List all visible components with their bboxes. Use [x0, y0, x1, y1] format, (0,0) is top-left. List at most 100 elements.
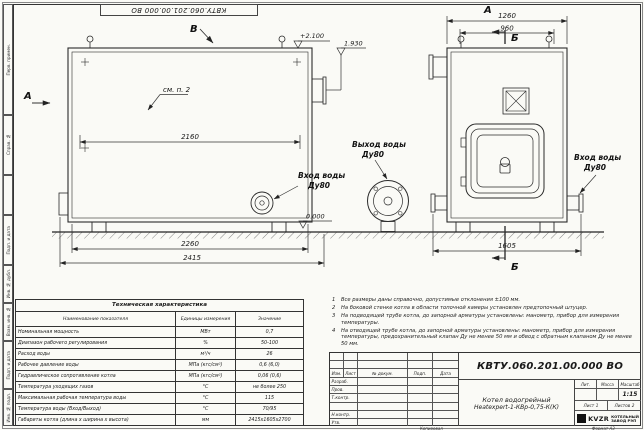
- note-text: На отводящей трубе котла, до запорной ар…: [341, 327, 632, 347]
- rev-col-list: Лист: [344, 369, 358, 377]
- kopiroval-label: Копировал: [420, 425, 443, 430]
- role-row: Утв.: [330, 418, 458, 427]
- boiler-leg: [91, 221, 107, 233]
- level-mark-symbols: [293, 40, 366, 229]
- product-name-line2: Heatexpert-1-КВр-0,75-К(К): [473, 403, 560, 411]
- section-letter-b-bottom: Б: [511, 262, 519, 273]
- company-block: KVZR КОТЕЛЬНЫЙ ЗАВОД РЭП: [575, 411, 641, 426]
- row-unit: °С: [176, 393, 236, 403]
- kvzr-logo-text: KVZR: [588, 414, 610, 423]
- access-hatch: [502, 87, 530, 115]
- row-unit: м³/ч: [176, 349, 236, 359]
- row-name: Диапазон рабочего регулирования: [16, 338, 176, 348]
- row-name: Гидравлическое сопротивление котла: [16, 371, 176, 381]
- outlet-label-line2: Ду80: [361, 150, 384, 159]
- frame-cell-inv-podl: Инв. № подл.: [3, 389, 13, 426]
- sheet-value: 1: [595, 403, 599, 408]
- rev-col-data: Дата: [440, 370, 451, 376]
- document-number: КВТУ.060.201.00.000 ВО: [459, 353, 641, 380]
- role-row: [330, 402, 458, 411]
- outlet-pipe-side: [434, 195, 448, 211]
- sheet-cell: Лист 1: [575, 401, 608, 410]
- title-block-left: Изм. Лист № докум. Подп. Дата Разраб. Пр…: [330, 353, 458, 427]
- row-value: 2415х1605х2700: [248, 417, 291, 423]
- inlet-side-label-line1: Вход воды: [574, 153, 621, 162]
- dimension-texts: 2160 2260 2415 1260 960 1605: [181, 12, 516, 262]
- level-flue: 1.930: [344, 40, 363, 48]
- title-block: Изм. Лист № докум. Подп. Дата Разраб. Пр…: [329, 352, 641, 427]
- rev-col-izm: Изм.: [330, 369, 344, 377]
- top-fitting: [545, 35, 553, 43]
- dim-side-top: 1260: [498, 12, 516, 20]
- boiler-leg: [539, 221, 555, 233]
- product-name: Котел водогрейный Heatexpert-1-КВр-0,75-…: [459, 380, 575, 426]
- row-value: 26: [266, 351, 273, 357]
- level-mark-texts: +2.100 1.930 0.000: [300, 32, 363, 221]
- table-row: Температура воды (Вход/Выход)°С 70/95: [16, 404, 303, 415]
- product-name-line1: Котел водогрейный: [482, 395, 551, 404]
- level-top: +2.100: [300, 32, 324, 40]
- lit-label: Лит.: [575, 380, 597, 388]
- burner-stub: [58, 192, 69, 216]
- wall-anchor-crosses: [81, 58, 301, 152]
- row-name: Габариты котла (длина х ширина х высота): [16, 415, 176, 425]
- company-line1: КОТЕЛЬНЫЙ: [611, 413, 639, 419]
- table-header-row: Наименование показателя Единицы измерени…: [16, 312, 303, 327]
- row-name: Рабочее давление воды: [16, 360, 176, 370]
- boiler-leg: [455, 221, 471, 233]
- note-text: На боковой стенке котла в области топочн…: [341, 305, 588, 311]
- level-ground: 0.000: [306, 213, 325, 221]
- row-unit: °С: [176, 404, 236, 414]
- frame-cell-vzam-inv: Взам. инв. №: [3, 303, 13, 341]
- col-header-name: Наименование показателя: [16, 312, 176, 326]
- scale-label: Масштаб: [620, 381, 640, 387]
- role-label: Разраб.: [330, 378, 358, 386]
- sheets-label: Листов: [614, 403, 631, 408]
- door-lock: [500, 157, 510, 167]
- ground-line: [52, 231, 604, 239]
- row-value: 70/95: [262, 406, 277, 412]
- sheets-cell: Листов 2: [608, 401, 641, 410]
- dim-front-total: 2415: [183, 254, 201, 262]
- row-value: 50-100: [261, 340, 278, 346]
- top-fitting: [278, 35, 286, 43]
- note-number: 1: [332, 297, 336, 303]
- outlet-label-line1: Выход воды: [352, 140, 406, 149]
- view-arrows: [32, 28, 506, 261]
- row-unit: МВт: [176, 327, 236, 337]
- dim-front-mid: 2260: [181, 240, 199, 248]
- table-row: Диапазон рабочего регулирования%50-100: [16, 338, 303, 349]
- table-title: Техническая характеристика: [16, 300, 303, 312]
- callout-labels: см. п. 2 Выход воды Ду80 Вход воды Ду80 …: [163, 86, 621, 190]
- col-header-unit: Единицы измерения: [176, 312, 236, 326]
- frame-cell-podp-data-1: Подп. и дата: [3, 215, 13, 265]
- scale-value: 1:15: [622, 391, 638, 398]
- boiler-leg: [271, 221, 287, 233]
- title-block-side-column: Лит. Масса Масштаб 1:15 Лист 1: [575, 380, 641, 426]
- row-unit: МПа (кгс/см²): [176, 360, 236, 370]
- row-name: Максимальная рабочая температура воды: [16, 393, 176, 403]
- row-value: 115: [264, 395, 275, 401]
- inlet-front-label-line2: Ду80: [307, 181, 330, 190]
- section-letter-b-top: Б: [511, 33, 519, 44]
- row-unit: мм: [176, 415, 236, 425]
- title-block-right: КВТУ.060.201.00.000 ВО Котел водогрейный…: [458, 353, 641, 426]
- frame-cell-empty: [3, 175, 13, 215]
- kvzr-logo-icon: [577, 414, 587, 423]
- row-value: 0,6 (6,0): [259, 362, 280, 368]
- row-name: Температура воды (Вход/Выход): [16, 404, 176, 414]
- door-hinge: [460, 176, 467, 187]
- rev-col-dokum: № докум.: [358, 369, 408, 377]
- company-line2: ЗАВОД РЭП: [611, 417, 637, 423]
- mass-label: Масса: [597, 380, 619, 388]
- boiler-side-view: [428, 35, 584, 233]
- revision-spare-row: [330, 361, 458, 369]
